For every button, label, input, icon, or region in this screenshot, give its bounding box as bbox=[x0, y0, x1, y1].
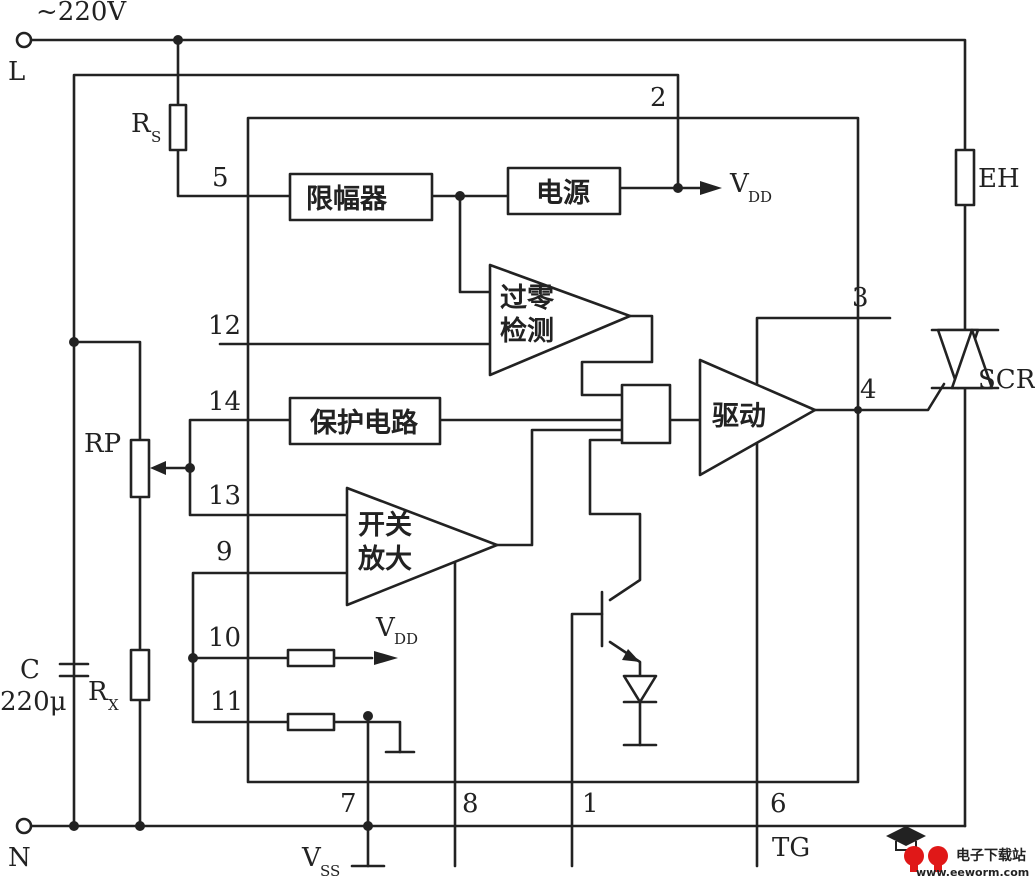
pin-5-label: 5 bbox=[212, 163, 229, 193]
pin-12-label: 12 bbox=[208, 311, 241, 341]
rx-subscript: X bbox=[108, 696, 119, 714]
capacitor-value-label: 220μ bbox=[0, 687, 67, 717]
wires bbox=[26, 38, 967, 868]
zero-cross-label-2: 检测 bbox=[500, 315, 554, 347]
line-terminal bbox=[15, 31, 33, 49]
components bbox=[15, 31, 1000, 868]
resistor-rs bbox=[168, 103, 188, 152]
drive-amplifier bbox=[698, 358, 817, 477]
pin-9-label: 9 bbox=[216, 537, 233, 567]
protection-label: 保护电路 bbox=[309, 407, 419, 439]
power-label: 电源 bbox=[536, 178, 590, 209]
potentiometer-rp bbox=[129, 438, 151, 499]
pin-2-label: 2 bbox=[650, 83, 667, 113]
limiter-block bbox=[288, 172, 434, 222]
zero-cross-label-1: 过零 bbox=[500, 283, 555, 314]
eh-label: EH bbox=[978, 164, 1020, 194]
led-diode bbox=[622, 674, 658, 747]
vdd-top-label: V bbox=[729, 169, 750, 199]
vdd-top-subscript: DD bbox=[748, 188, 772, 206]
junctions bbox=[69, 35, 862, 831]
pin-3-label: 3 bbox=[852, 283, 869, 313]
transistor bbox=[600, 590, 640, 662]
resistor-pin11 bbox=[286, 712, 336, 732]
vss-label: V bbox=[301, 843, 322, 873]
scr-label: SCR bbox=[978, 365, 1035, 395]
watermark-site-text: 电子下载站 bbox=[956, 847, 1026, 864]
line-label: L bbox=[8, 57, 25, 87]
scr-triac bbox=[930, 328, 1000, 390]
vdd-bottom-subscript: DD bbox=[394, 630, 418, 648]
vdd-arrow-top-icon bbox=[700, 181, 722, 195]
heater-eh bbox=[954, 148, 976, 207]
resistor-pin10 bbox=[286, 648, 336, 668]
neutral-terminal bbox=[15, 817, 33, 835]
logic-gate-block bbox=[620, 383, 672, 445]
pin-7-label: 7 bbox=[340, 789, 357, 819]
rs-label: R bbox=[131, 109, 152, 139]
pin-4-label: 4 bbox=[860, 375, 877, 405]
capacitor-name-label: C bbox=[20, 655, 40, 685]
pin-6-label: 6 bbox=[770, 789, 787, 819]
watermark: 电子下载站 www.eeworm.com bbox=[886, 826, 1029, 879]
vdd-bottom-label: V bbox=[375, 613, 396, 643]
rx-label: R bbox=[88, 677, 109, 707]
rs-subscript: S bbox=[151, 128, 161, 146]
watermark-url-text: www.eeworm.com bbox=[916, 866, 1029, 879]
pin-8-label: 8 bbox=[462, 789, 479, 819]
vss-subscript: SS bbox=[320, 862, 340, 879]
capacitor-c bbox=[58, 662, 90, 678]
power-block bbox=[506, 166, 622, 216]
pin-10-label: 10 bbox=[208, 623, 241, 653]
drive-label: 驱动 bbox=[712, 401, 766, 432]
bug-logo-icon bbox=[904, 846, 948, 872]
zero-cross-detector bbox=[488, 263, 632, 377]
pin-1-label: 1 bbox=[582, 789, 599, 819]
vdd-arrow-bottom-icon bbox=[374, 651, 398, 665]
supply-voltage-label: ~220V bbox=[36, 0, 127, 27]
tg-label: TG bbox=[772, 833, 810, 863]
pin-11-label: 11 bbox=[210, 687, 243, 717]
resistor-rx bbox=[129, 648, 151, 702]
mortarboard-icon bbox=[886, 826, 926, 851]
switch-amp-label-2: 放大 bbox=[357, 543, 412, 575]
wiper-arrow-icon bbox=[150, 461, 166, 475]
limiter-label: 限幅器 bbox=[306, 184, 388, 215]
rp-label: RP bbox=[84, 429, 121, 459]
neutral-label: N bbox=[8, 843, 31, 873]
pin-14-label: 14 bbox=[208, 387, 241, 417]
protection-block bbox=[288, 396, 442, 446]
pin-13-label: 13 bbox=[208, 481, 241, 511]
switch-amp-label-1: 开关 bbox=[358, 510, 412, 541]
switch-amplifier bbox=[345, 486, 499, 607]
